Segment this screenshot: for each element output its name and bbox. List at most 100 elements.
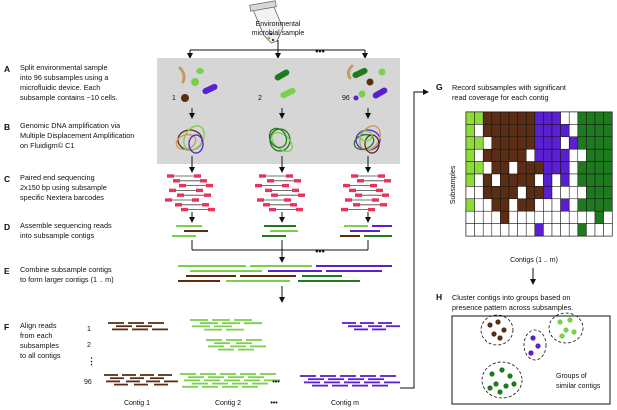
heatmap-cell (534, 111, 544, 125)
heatmap-cell (534, 173, 544, 187)
heatmap-cell (482, 161, 493, 175)
heatmap-cell (525, 186, 536, 200)
heatmap-cell (603, 111, 613, 125)
subsample-cells-96 (346, 64, 388, 101)
heatmap-cell (517, 210, 527, 224)
svg-text:on Fluidigm© C1: on Fluidigm© C1 (20, 141, 74, 150)
read-alignments (104, 319, 400, 388)
contig-dot (487, 385, 493, 391)
read-end (384, 179, 391, 183)
heatmap-cell (534, 124, 544, 138)
heatmap-cell (577, 124, 587, 138)
heatmap-cell (594, 136, 604, 150)
heatmap-cell (543, 210, 553, 224)
heatmap-cell (543, 223, 553, 237)
contig-dot (528, 350, 534, 356)
subsample-cells-2 (274, 69, 296, 99)
heatmap-cell (551, 111, 561, 125)
heatmap-cell (568, 173, 579, 187)
contig-label-2: Contig 2 (215, 400, 241, 407)
heatmap-cell (568, 161, 579, 175)
heatmap-cell (491, 124, 501, 138)
arrow-f-to-g (400, 89, 429, 389)
subsample-cells-1 (178, 66, 218, 102)
heatmap-cell (500, 111, 510, 125)
read-end (376, 188, 383, 193)
heatmap-cell (534, 136, 544, 150)
heatmap-cell (474, 198, 484, 212)
read-end (282, 183, 289, 188)
sample-tube-icon (249, 0, 284, 44)
heatmap-cell (525, 161, 536, 175)
heatmap-cell (500, 136, 510, 150)
heatmap-cell (517, 111, 527, 125)
alignment-ellipsis: ••• (272, 379, 280, 386)
heatmap-cell (525, 198, 536, 212)
heatmap-cell (560, 148, 570, 162)
heatmap-cell (534, 210, 544, 224)
heatmap-cell (586, 173, 596, 187)
heatmap-cell (586, 111, 596, 125)
heatmap-cell (577, 210, 587, 224)
svg-text:to form larger contigs (1 .. m: to form larger contigs (1 .. m) (20, 275, 114, 284)
read-end (271, 193, 278, 197)
heatmap-cell (551, 198, 561, 212)
heatmap-cell (482, 223, 493, 237)
heatmap-cell (465, 161, 475, 175)
read-end (382, 193, 389, 197)
heatmap-cell (560, 210, 570, 224)
heatmap-cell (465, 148, 475, 162)
heatmap-cell (603, 210, 613, 224)
heatmap-cell (560, 223, 570, 237)
heatmap-cell (577, 186, 587, 200)
svg-text:D: D (4, 222, 10, 232)
svg-text:Split environmental sample: Split environmental sample (20, 63, 108, 72)
subsample-number-1: 1 (172, 95, 176, 102)
read-end (292, 188, 299, 193)
contig-dot (563, 327, 569, 333)
read-end (257, 198, 264, 202)
row-label-1: 1 (87, 326, 91, 333)
heatmap-cell (586, 223, 596, 237)
heatmap-cell (534, 148, 544, 162)
contig-dot (511, 381, 517, 387)
heatmap-cell (500, 223, 510, 237)
heatmap-cell (603, 223, 613, 237)
heatmap-cell (560, 186, 570, 200)
read-end (196, 188, 203, 193)
heatmap-cell (474, 111, 484, 125)
subsample-number-96: 96 (342, 95, 350, 102)
heatmap-cell (568, 223, 579, 237)
heatmap-cell (551, 148, 561, 162)
heatmap-cell (560, 124, 570, 138)
heatmap-cell (586, 148, 596, 162)
read-end (165, 198, 172, 202)
heatmap-cell (568, 124, 579, 138)
heatmap-cell (474, 186, 484, 200)
heatmap-cell (568, 111, 579, 125)
contig-label-m: Contig m (331, 400, 359, 407)
heatmap-cell (577, 136, 587, 150)
step-g-text: G Record subsamples with significant rea… (436, 82, 566, 102)
heatmap-cell (482, 124, 493, 138)
subsample-number-2: 2 (258, 95, 262, 102)
heatmap-cell (543, 148, 553, 162)
heatmap-cell (560, 173, 570, 187)
heatmap-cell (577, 111, 587, 125)
dna-tangles (175, 125, 381, 154)
heatmap-ylabel: Subsamples (450, 165, 457, 204)
heatmap-cell (465, 198, 475, 212)
read-end (368, 207, 375, 212)
heatmap-cell (543, 198, 553, 212)
heatmap-cell (543, 173, 553, 187)
heatmap-cell (586, 186, 596, 200)
read-end (269, 207, 276, 212)
arrows-b-to-c (189, 156, 371, 173)
svg-text:H: H (436, 292, 442, 302)
contig-dot (499, 367, 505, 373)
heatmap-cell (603, 148, 613, 162)
cluster-box (451, 315, 611, 405)
svg-text:into subsample contigs: into subsample contigs (20, 231, 95, 240)
dna-tangle-96 (353, 125, 381, 154)
read-end (372, 198, 379, 202)
